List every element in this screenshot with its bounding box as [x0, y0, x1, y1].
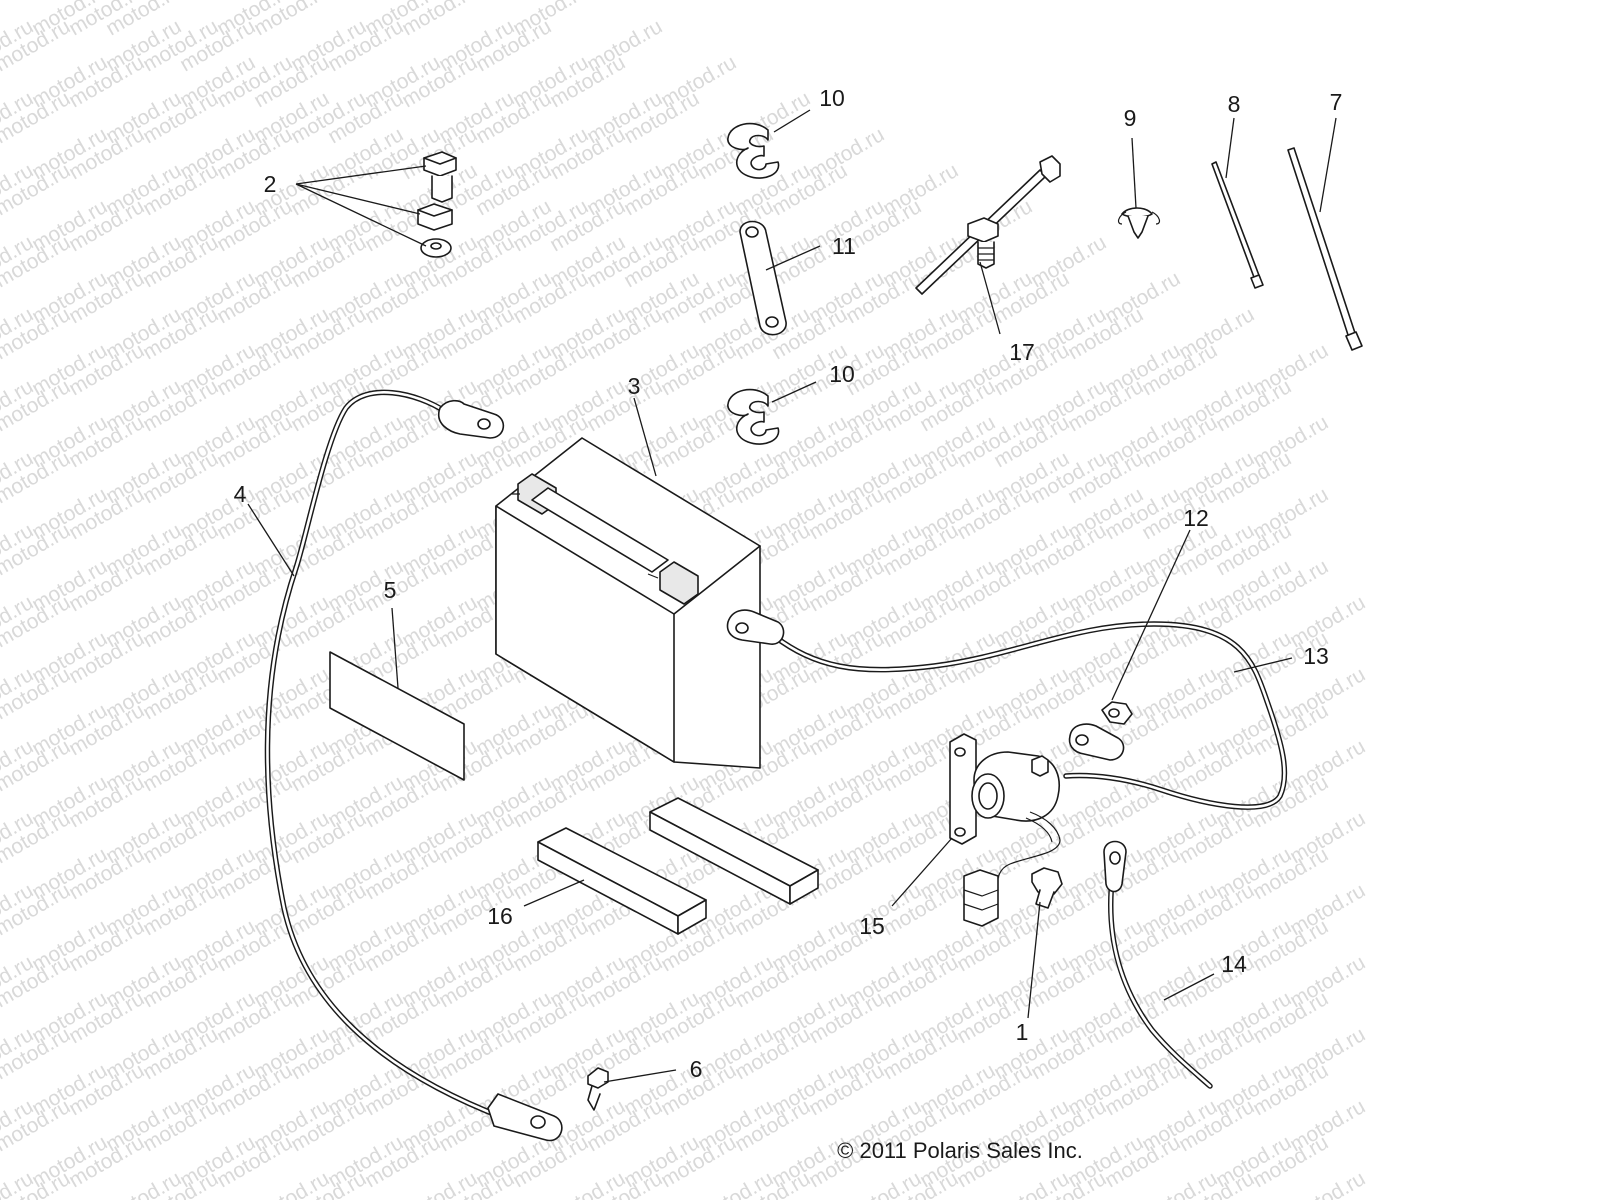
callout-9: 9	[1124, 105, 1137, 131]
callout-labels: 1 2 3 4 5 6 7 8 9 10 10 11 12 13 14 15 1…	[234, 85, 1343, 1082]
part-5-warning-label	[329, 651, 465, 781]
callout-4: 4	[234, 481, 247, 507]
callout-5: 5	[384, 577, 397, 603]
part-9-push-rivet	[1117, 207, 1161, 239]
part-16-foam-pads	[537, 797, 819, 935]
callout-1: 1	[1016, 1019, 1029, 1045]
callout-10-lower: 10	[829, 361, 855, 387]
part-4-battery-cable	[264, 389, 563, 1142]
callout-16: 16	[487, 903, 513, 929]
part-13-positive-cable	[726, 609, 1288, 810]
part-10-clip-lower	[727, 388, 780, 445]
callout-12: 12	[1183, 505, 1209, 531]
callout-17: 17	[1009, 339, 1035, 365]
part-8-cable-tie	[1211, 161, 1264, 289]
callout-14: 14	[1221, 951, 1247, 977]
part-3-battery	[495, 437, 761, 769]
part-17-push-mount-tie	[915, 155, 1061, 295]
callout-13: 13	[1303, 643, 1329, 669]
part-7-cable-tie	[1287, 147, 1363, 351]
copyright-notice: © 2011 Polaris Sales Inc.	[837, 1138, 1083, 1163]
callout-8: 8	[1228, 91, 1241, 117]
part-15-solenoid	[949, 733, 1061, 927]
callout-7: 7	[1330, 89, 1343, 115]
callout-2: 2	[264, 171, 277, 197]
callout-15: 15	[859, 913, 885, 939]
watermark-text: motod.ru	[1286, 1167, 1369, 1200]
part-10-clip-upper	[727, 122, 780, 179]
callout-6: 6	[690, 1056, 703, 1082]
part-11-strap	[739, 220, 787, 336]
callout-3: 3	[628, 373, 641, 399]
callout-10-upper: 10	[819, 85, 845, 111]
leader-lines	[247, 109, 1337, 1083]
part-6-screw	[587, 1067, 609, 1111]
part-14-ground-cable	[1103, 840, 1213, 1089]
part-2-bolt-nut-washer	[417, 151, 457, 258]
part-12-nut	[1101, 701, 1133, 725]
callout-11: 11	[832, 233, 856, 259]
part-1-bolt	[1031, 867, 1063, 909]
